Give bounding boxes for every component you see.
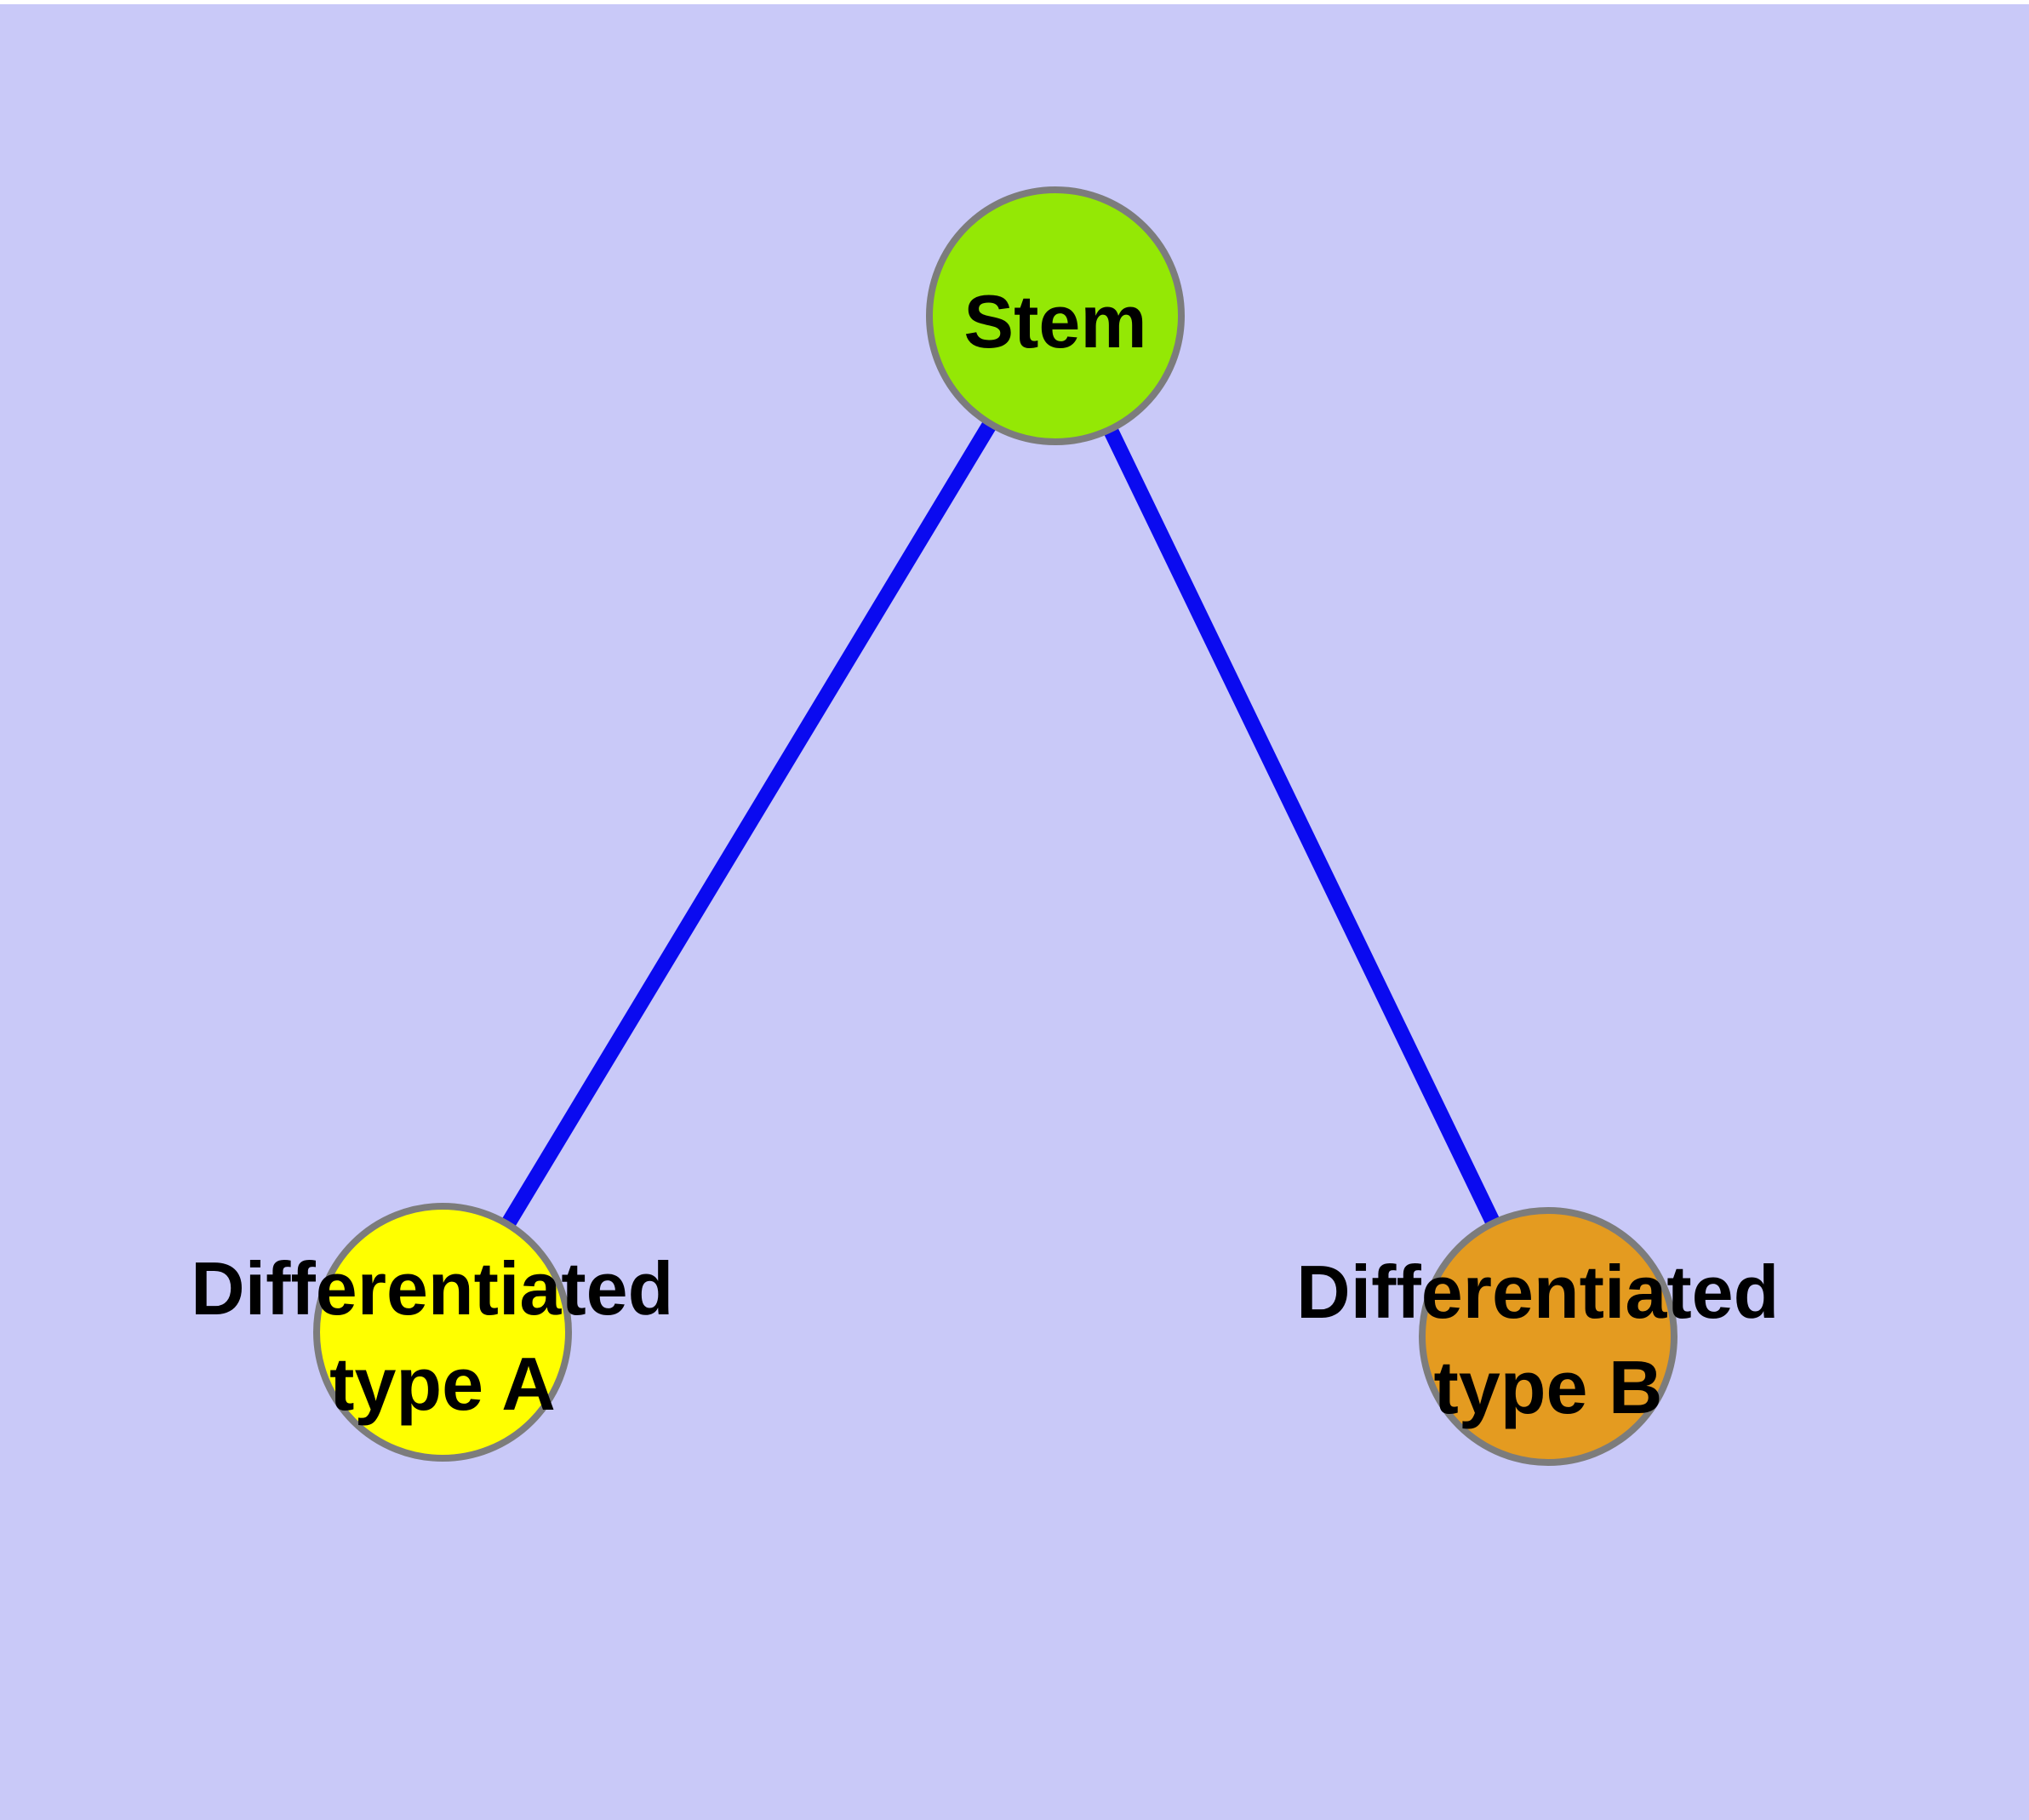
node-type-a-label-line2: type A [329, 1342, 556, 1426]
node-stem [926, 186, 1185, 445]
node-type-b-label: Differentiated type B [1296, 1250, 1800, 1429]
node-type-b-label-line1: Differentiated [1296, 1250, 1779, 1334]
node-type-b-label-line2: type B [1434, 1345, 1663, 1429]
node-differentiated-type-a [313, 1203, 572, 1462]
node-differentiated-type-b [1419, 1207, 1677, 1466]
node-type-a-label-line1: Differentiated [191, 1246, 673, 1331]
node-type-a-label: Differentiated type A [191, 1246, 694, 1426]
edge-stem-to-type-a [436, 312, 1062, 1336]
node-stem-label: Stem [963, 279, 1146, 363]
edge-stem-to-type-b [1048, 312, 1556, 1340]
